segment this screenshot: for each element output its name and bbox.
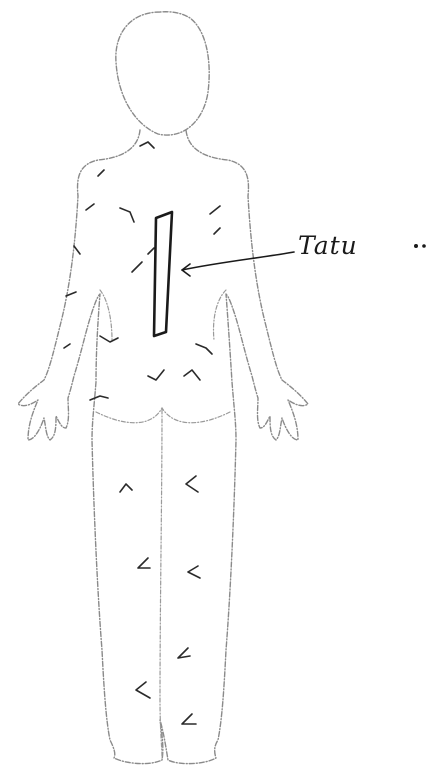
pointer-line	[182, 252, 294, 270]
hair-mark	[120, 484, 132, 492]
leg-divide-line	[160, 410, 162, 758]
hair-mark	[148, 248, 154, 254]
hair-mark	[64, 344, 70, 348]
hair-mark	[74, 246, 80, 254]
hair-mark	[100, 336, 118, 342]
hair-mark	[186, 476, 198, 492]
hair-mark	[86, 204, 94, 210]
tattoo-label: Tatu	[298, 231, 358, 260]
hair-marks	[64, 142, 220, 724]
hair-mark	[188, 566, 200, 578]
hair-mark	[182, 714, 196, 724]
hair-mark	[196, 344, 212, 354]
hair-mark	[136, 682, 150, 698]
pointer-arrow-head	[182, 264, 190, 276]
hair-mark	[178, 648, 190, 658]
hair-mark	[148, 370, 164, 380]
label-dot	[422, 244, 426, 248]
tattoo-outline	[154, 212, 172, 336]
waist-right-line	[214, 290, 227, 340]
hair-mark	[138, 558, 150, 568]
hair-mark	[184, 370, 200, 380]
hair-mark	[214, 228, 220, 234]
hair-mark	[140, 142, 154, 148]
waist-left-line	[100, 290, 112, 340]
head-outline	[116, 12, 209, 135]
hair-mark	[120, 208, 134, 222]
hair-mark	[90, 396, 108, 400]
hair-mark	[98, 170, 104, 176]
hair-mark	[210, 206, 220, 214]
buttock-line	[96, 408, 230, 423]
body-outline	[18, 130, 308, 764]
hair-mark	[132, 262, 142, 272]
label-dot	[414, 244, 418, 248]
